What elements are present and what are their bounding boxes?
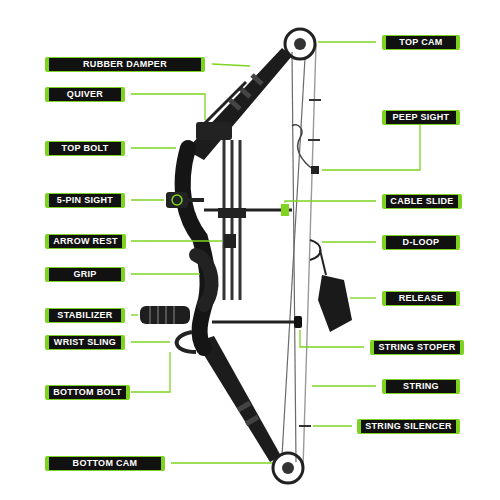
part-label: QUIVER	[67, 90, 103, 99]
part-label: STRING SILENCER	[365, 422, 452, 431]
part-label-box: BOTTOM CAM	[45, 456, 165, 471]
part-label: STRING	[403, 382, 439, 391]
part-label: TOP BOLT	[62, 144, 109, 153]
part-label: RUBBER DAMPER	[83, 60, 167, 69]
part-label: 5-PIN SIGHT	[57, 196, 113, 205]
part-label-box: STRING SILENCER	[357, 419, 460, 434]
part-label-box: TOP BOLT	[45, 141, 125, 156]
part-label-box: ARROW REST	[45, 234, 126, 249]
part-label: WRIST SLING	[54, 338, 116, 347]
part-label-box: 5-PIN SIGHT	[45, 193, 125, 208]
part-label: BOTTOM BOLT	[53, 388, 121, 397]
part-label: PEEP SIGHT	[393, 113, 450, 122]
part-label: STABILIZER	[57, 311, 112, 320]
part-label-box: STABILIZER	[45, 308, 125, 323]
leader-lines	[131, 42, 420, 463]
part-label-box: TOP CAM	[382, 35, 460, 50]
part-label-box: BOTTOM BOLT	[45, 385, 130, 400]
part-label-box: D-LOOP	[382, 235, 460, 250]
part-label-box: STRING	[382, 379, 460, 394]
part-label: CABLE SLIDE	[390, 197, 453, 206]
part-label: TOP CAM	[399, 38, 442, 47]
part-label: STRING STOPER	[378, 343, 455, 352]
part-label: GRIP	[73, 270, 96, 279]
part-label-box: STRING STOPER	[370, 340, 464, 355]
part-label: RELEASE	[399, 294, 444, 303]
part-label-box: RELEASE	[382, 291, 460, 306]
part-label-box: GRIP	[45, 267, 125, 282]
part-label-box: CABLE SLIDE	[382, 194, 462, 209]
part-label: ARROW REST	[53, 237, 118, 246]
part-label-box: QUIVER	[45, 87, 125, 102]
part-label-box: PEEP SIGHT	[382, 110, 460, 125]
part-label: D-LOOP	[403, 238, 440, 247]
part-label: BOTTOM CAM	[73, 459, 138, 468]
part-label-box: WRIST SLING	[45, 335, 125, 350]
part-label-box: RUBBER DAMPER	[45, 57, 205, 72]
